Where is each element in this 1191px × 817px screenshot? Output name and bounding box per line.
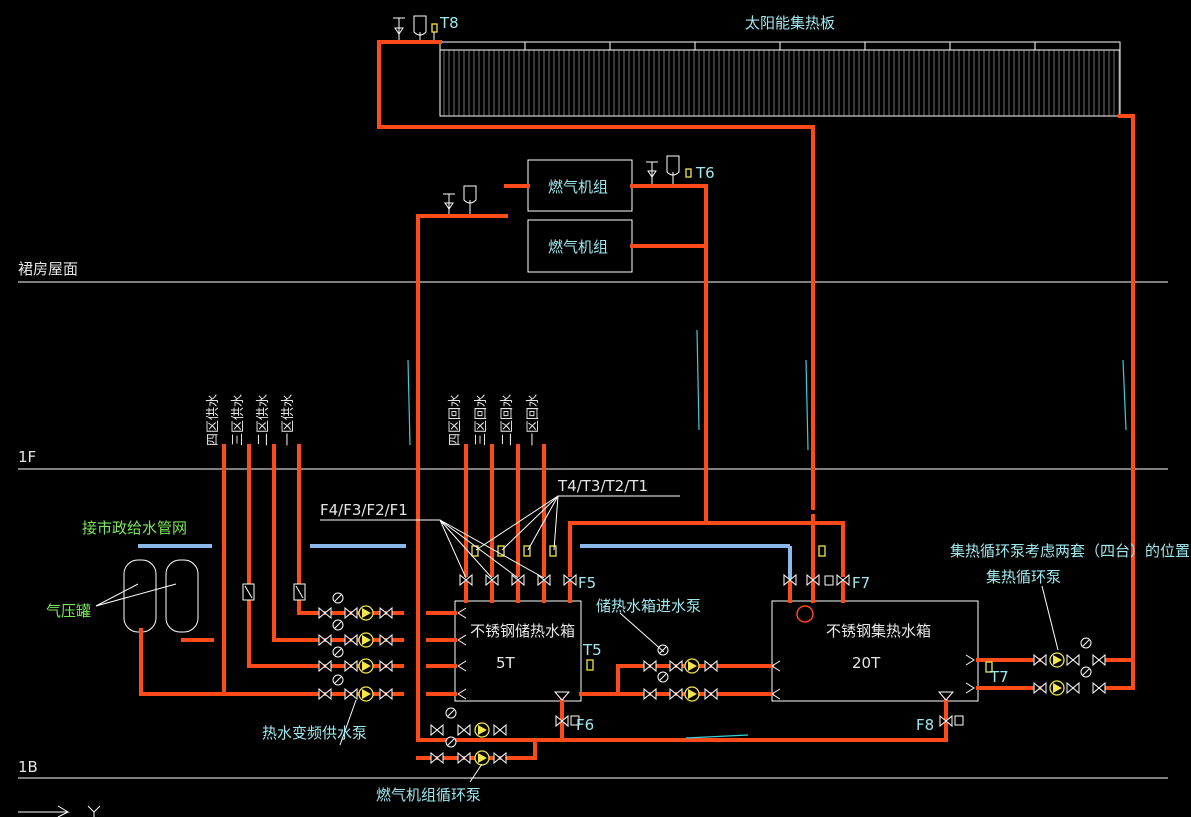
- storage-tank-label: 不锈钢储热水箱: [470, 622, 575, 640]
- return-zone-3: 三区回水: [474, 394, 489, 446]
- gas-unit-1: [527, 159, 633, 212]
- collector-pump-note: 集热循环泵考虑两套（四台）的位置: [950, 542, 1190, 560]
- vfd-pump-group: [318, 592, 393, 702]
- collector-tank-label: 不锈钢集热水箱: [826, 622, 931, 640]
- collector-pump-label: 集热循环泵: [986, 568, 1061, 586]
- supply-zone-2: 二区供水: [256, 394, 271, 446]
- tank-inlet-markers: [457, 607, 975, 700]
- tag-t4-t1: T4/T3/T2/T1: [557, 477, 648, 495]
- tag-t7: T7: [989, 668, 1009, 686]
- tag-f5: F5: [578, 574, 596, 592]
- b1-floor-label: 1B: [18, 758, 38, 776]
- storage-inlet-pump-label: 储热水箱进水泵: [596, 597, 701, 615]
- supply-zone-1: 一区供水: [281, 394, 296, 446]
- air-vent-t6: [646, 155, 692, 185]
- pressure-tank: [123, 559, 199, 633]
- tag-t5: T5: [582, 641, 602, 659]
- supply-zone-3: 三区供水: [231, 394, 246, 446]
- collector-tank-float: [796, 605, 814, 623]
- air-vent-gas-inlet: [443, 185, 477, 216]
- axis-mark: [18, 805, 70, 817]
- solar-collector-label: 太阳能集热板: [745, 14, 835, 32]
- vfd-pump-label: 热水变频供水泵: [262, 724, 367, 742]
- roof-floor-label: 裙房屋面: [18, 260, 78, 278]
- tag-f6: F6: [576, 716, 594, 734]
- storage-tank-capacity: 5T: [496, 654, 516, 672]
- gas-unit-2: [527, 219, 633, 273]
- tag-t6: T6: [695, 164, 715, 182]
- storage-tank: [454, 600, 582, 702]
- municipal-supply-label: 接市政给水管网: [82, 519, 187, 537]
- sensor-t7: [985, 661, 993, 673]
- collector-circulation-pump-group: [1033, 637, 1106, 696]
- tag-f7: F7: [852, 574, 870, 592]
- collector-tank-capacity: 20T: [852, 654, 881, 672]
- gas-unit-1-label: 燃气机组: [548, 178, 608, 196]
- tag-f8: F8: [916, 716, 934, 734]
- air-vent-t8: [393, 15, 438, 42]
- solar-collector: [439, 41, 1121, 117]
- return-zone-labels: 四区回水 三区回水 二区回水 一区回水: [448, 394, 541, 446]
- flow-arrows: [407, 329, 1127, 739]
- supply-zone-4: 四区供水: [206, 394, 221, 446]
- pressure-tank-label: 气压罐: [46, 602, 91, 620]
- supply-zone-labels: 四区供水 三区供水 二区供水 一区供水: [206, 394, 296, 446]
- storage-inlet-pump-group: [643, 644, 718, 702]
- return-zone-1: 一区回水: [526, 394, 541, 446]
- sensor-t5: [586, 659, 594, 671]
- tag-t8: T8: [439, 14, 459, 32]
- f1-floor-label: 1F: [18, 448, 36, 466]
- tag-f4-f1: F4/F3/F2/F1: [320, 501, 408, 519]
- gas-unit-2-label: 燃气机组: [548, 238, 608, 256]
- gas-circulation-pump-label: 燃气机组循环泵: [376, 786, 481, 804]
- return-zone-2: 二区回水: [500, 394, 515, 446]
- gas-circulation-pump-group: [430, 707, 507, 766]
- return-zone-4: 四区回水: [448, 394, 463, 446]
